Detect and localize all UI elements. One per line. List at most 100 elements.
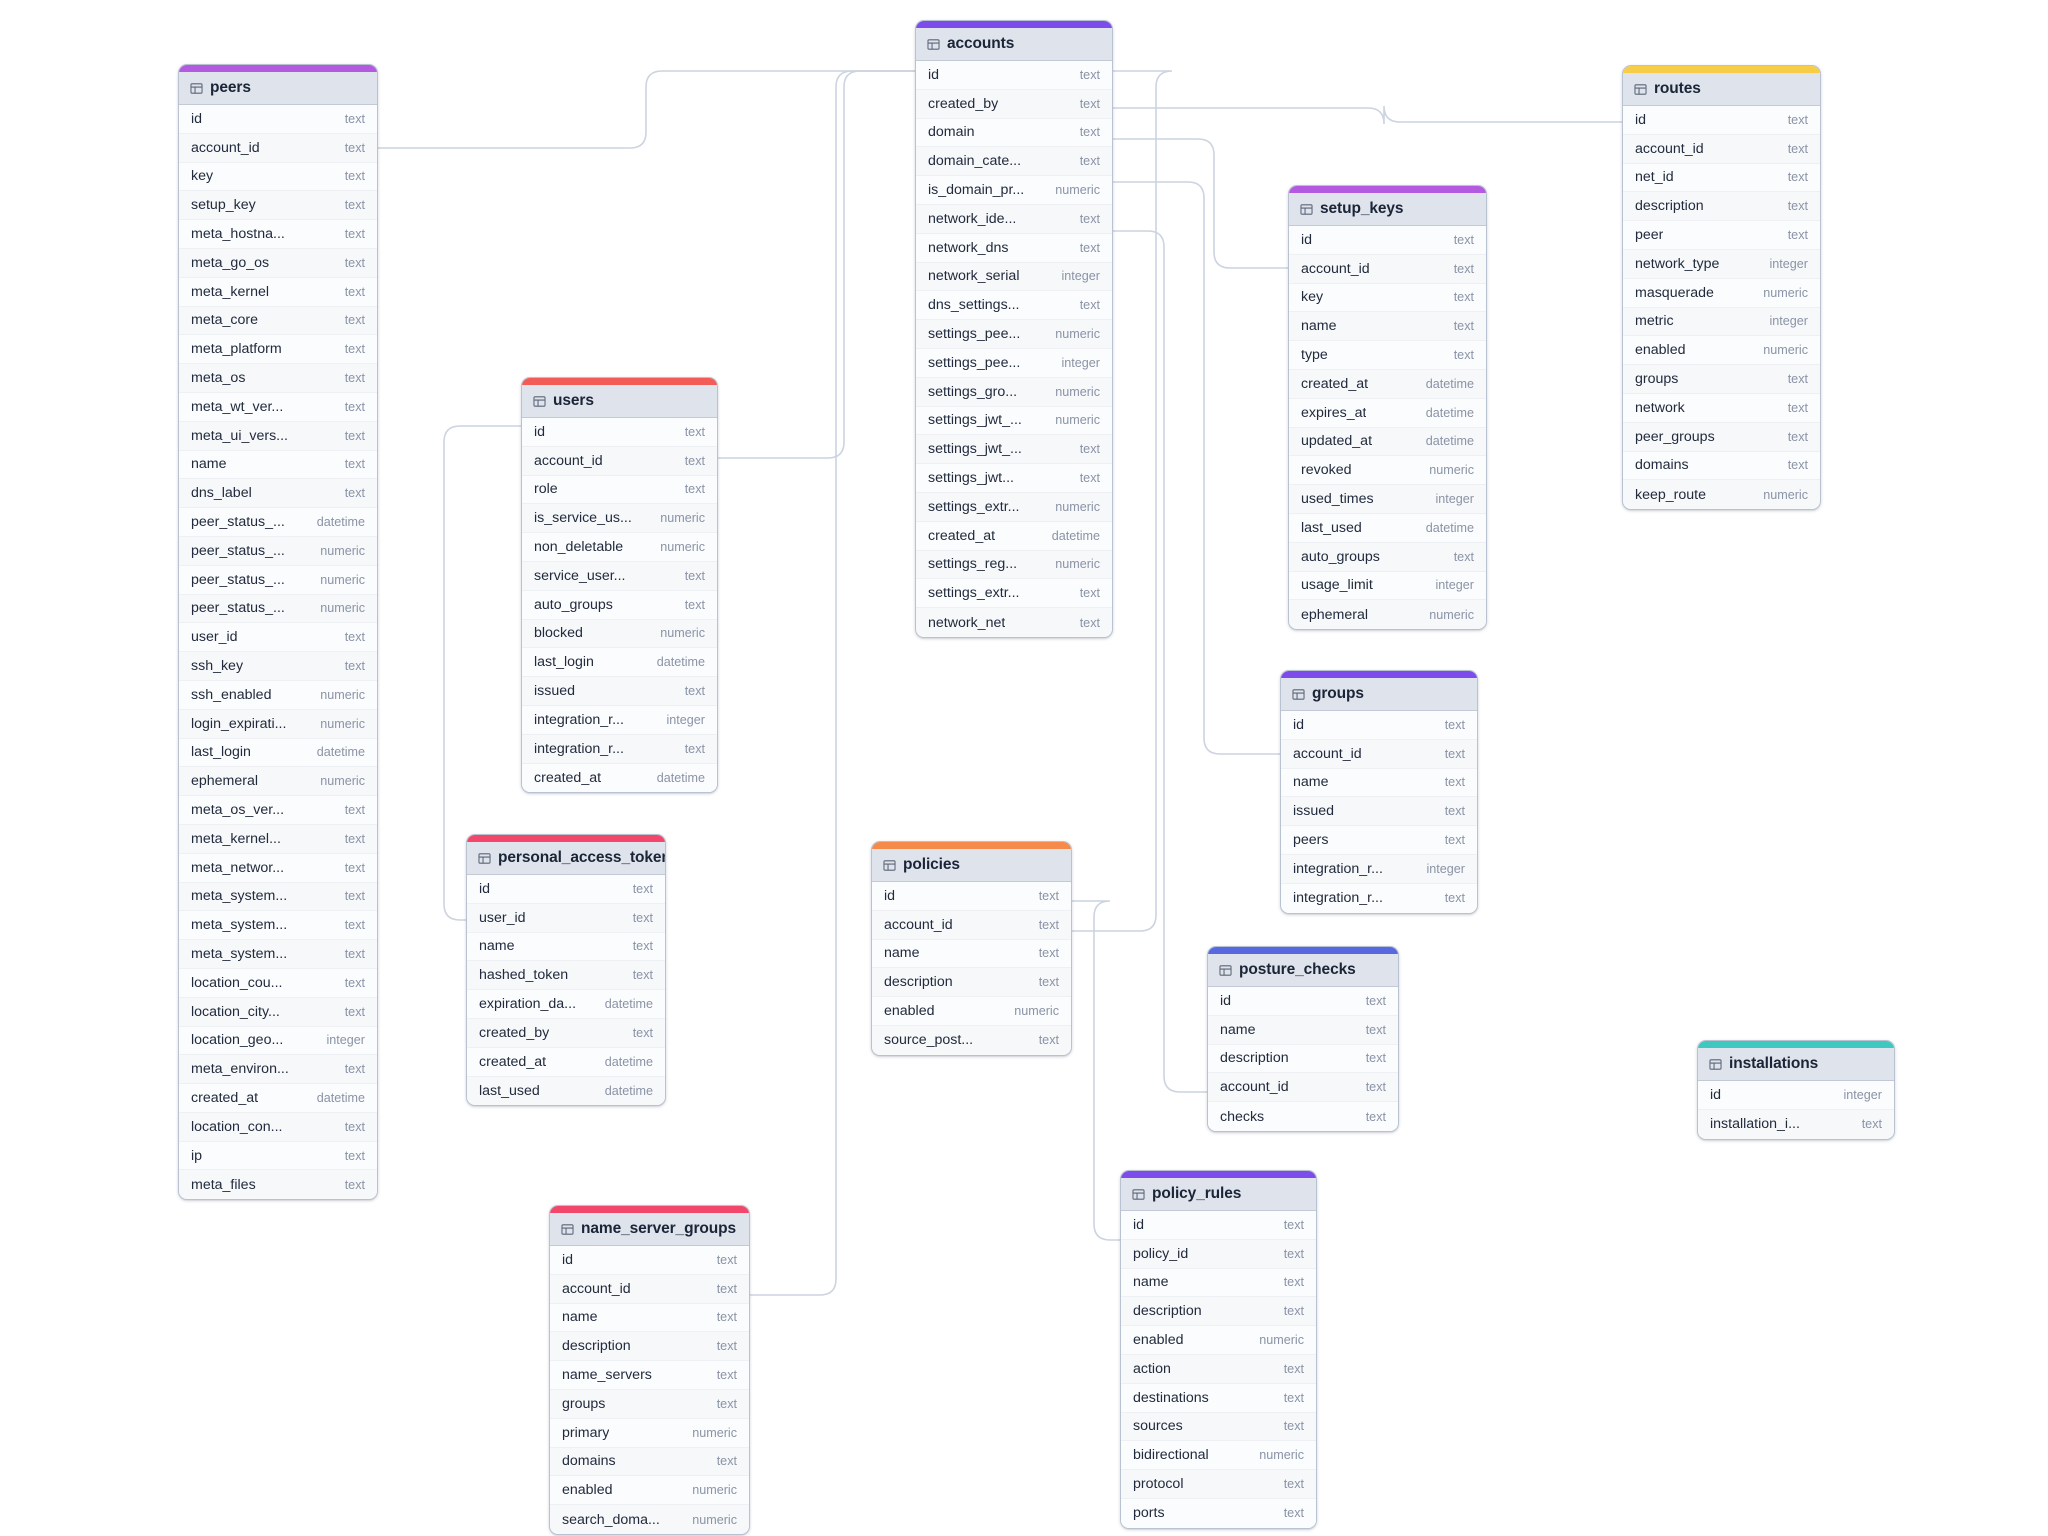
column-row[interactable]: installation_i...text	[1698, 1109, 1894, 1139]
column-row[interactable]: settings_gro...numeric	[916, 377, 1112, 407]
column-row[interactable]: location_con...text	[179, 1112, 377, 1142]
column-row[interactable]: expiration_da...datetime	[467, 990, 665, 1019]
column-row[interactable]: meta_ui_vers...text	[179, 421, 377, 451]
column-row[interactable]: domain_cate...text	[916, 147, 1112, 177]
column-row[interactable]: meta_system...text	[179, 940, 377, 969]
table-header-installations[interactable]: installations	[1698, 1048, 1894, 1081]
column-row[interactable]: integration_r...text	[522, 734, 717, 764]
column-row[interactable]: settings_pee...numeric	[916, 320, 1112, 349]
column-row[interactable]: login_expirati...numeric	[179, 709, 377, 739]
column-row[interactable]: location_cou...text	[179, 968, 377, 998]
table-header-personal_access_tokens[interactable]: personal_access_tokens	[467, 842, 665, 875]
column-row[interactable]: meta_networ...text	[179, 853, 377, 883]
table-header-name_server_groups[interactable]: name_server_groups	[550, 1213, 749, 1246]
column-row[interactable]: source_post...text	[872, 1025, 1071, 1055]
column-row[interactable]: dns_settings...text	[916, 291, 1112, 321]
column-row[interactable]: service_user...text	[522, 561, 717, 591]
column-row[interactable]: peer_status_...numeric	[179, 536, 377, 566]
column-row[interactable]: meta_wt_ver...text	[179, 392, 377, 422]
table-header-setup_keys[interactable]: setup_keys	[1289, 193, 1486, 226]
column-row[interactable]: settings_jwt_...text	[916, 435, 1112, 465]
column-row[interactable]: settings_pee...integer	[916, 348, 1112, 378]
column-row[interactable]: integration_r...text	[1281, 883, 1477, 913]
column-row[interactable]: meta_system...text	[179, 911, 377, 941]
column-row[interactable]: peer_status_...numeric	[179, 594, 377, 624]
column-row[interactable]: network_ide...text	[916, 204, 1112, 234]
column-row[interactable]: peer_status_...numeric	[179, 565, 377, 595]
column-row[interactable]: integration_r...integer	[1281, 854, 1477, 884]
table-header-policy_rules[interactable]: policy_rules	[1121, 1178, 1316, 1211]
table-header-users[interactable]: users	[522, 385, 717, 418]
table-header-posture_checks[interactable]: posture_checks	[1208, 954, 1398, 987]
column-row[interactable]: settings_jwt...text	[916, 464, 1112, 493]
table-header-accounts[interactable]: accounts	[916, 28, 1112, 61]
column-row[interactable]: meta_os_ver...text	[179, 796, 377, 825]
column-row[interactable]: location_geo...integer	[179, 1026, 377, 1056]
